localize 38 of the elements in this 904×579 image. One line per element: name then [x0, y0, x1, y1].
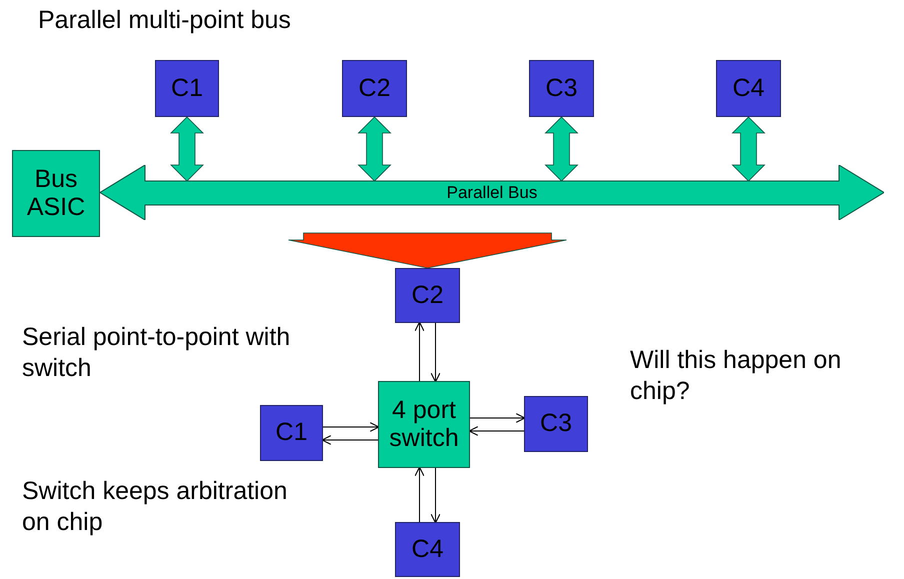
annotation-text: Will this happen on chip?: [630, 345, 842, 408]
block-arrow: [358, 116, 392, 182]
block-arrow: [732, 116, 766, 182]
bus-label: Parallel Bus: [446, 184, 538, 203]
annotation-text: Parallel multi-point bus: [38, 5, 292, 36]
arrow: [468, 426, 524, 436]
node-label: C2: [412, 282, 444, 310]
node-label: C4: [732, 74, 764, 102]
block-arrow: [288, 232, 567, 268]
node-label: 4 port switch: [388, 397, 460, 452]
node-label: Bus ASIC: [26, 166, 86, 221]
component-box: [395, 522, 460, 577]
component-box: [716, 60, 781, 117]
component-box: [529, 60, 594, 117]
component-box: [260, 405, 323, 461]
arrow: [430, 322, 441, 382]
arrow: [322, 434, 378, 446]
arrow: [322, 422, 380, 432]
arrow: [470, 412, 526, 424]
node-label: C2: [358, 74, 390, 102]
component-box: [524, 396, 588, 452]
component-box: [155, 60, 219, 117]
arrow: [414, 466, 425, 522]
arrow: [430, 468, 441, 524]
node-label: C3: [546, 74, 578, 102]
component-box: [342, 60, 407, 117]
annotation-text: Serial point-to-point with switch: [22, 322, 292, 384]
node-label: C1: [171, 74, 203, 102]
asic-box: [378, 381, 470, 468]
node-label: C4: [412, 536, 444, 564]
asic-box: [12, 150, 100, 237]
block-arrow: [170, 116, 204, 182]
node-label: C3: [540, 410, 572, 438]
annotation-text: Switch keeps arbitration on chip: [22, 476, 288, 538]
node-label: C1: [276, 419, 308, 447]
block-arrow: [544, 116, 578, 182]
arrow: [414, 322, 425, 382]
component-box: [395, 268, 460, 323]
